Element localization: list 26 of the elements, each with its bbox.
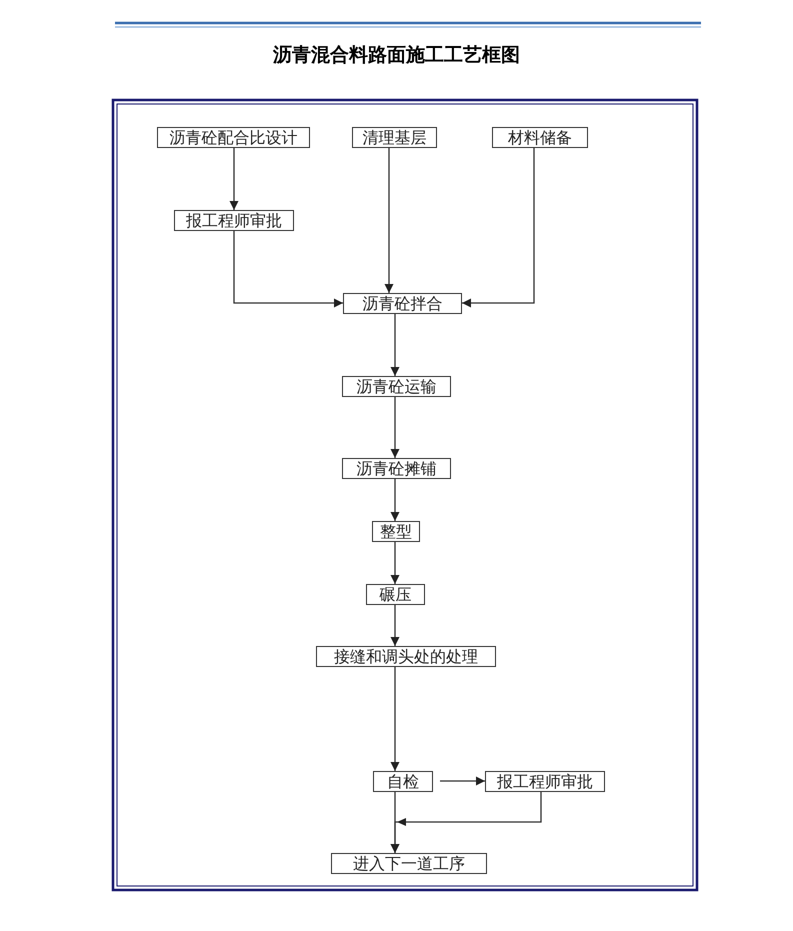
arrow xyxy=(384,148,394,293)
arrow xyxy=(390,605,400,646)
process-box: 沥青砼配合比设计 xyxy=(157,127,310,148)
process-box: 整型 xyxy=(372,521,420,542)
process-box: 清理基层 xyxy=(352,127,437,148)
arrow xyxy=(390,667,400,771)
process-box: 碾压 xyxy=(366,584,425,605)
process-box: 沥青砼拌合 xyxy=(343,293,462,314)
arrow xyxy=(390,542,400,584)
process-box: 报工程师审批 xyxy=(485,771,605,792)
arrow xyxy=(230,148,238,210)
process-box: 沥青砼摊铺 xyxy=(342,458,451,479)
process-box: 沥青砼运输 xyxy=(342,376,451,397)
arrow xyxy=(390,479,400,521)
arrow xyxy=(440,776,485,786)
process-box: 接缝和调头处的处理 xyxy=(316,646,496,667)
arrow xyxy=(233,231,343,308)
arrow xyxy=(390,397,400,458)
arrow xyxy=(390,314,400,376)
process-box: 进入下一道工序 xyxy=(331,853,487,874)
process-box: 材料储备 xyxy=(492,127,588,148)
arrow xyxy=(462,148,535,308)
arrow xyxy=(390,792,542,853)
process-box: 报工程师审批 xyxy=(174,210,294,231)
diagram-title: 沥青混合料路面施工工艺框图 xyxy=(272,43,521,68)
process-box: 自检 xyxy=(373,771,433,792)
